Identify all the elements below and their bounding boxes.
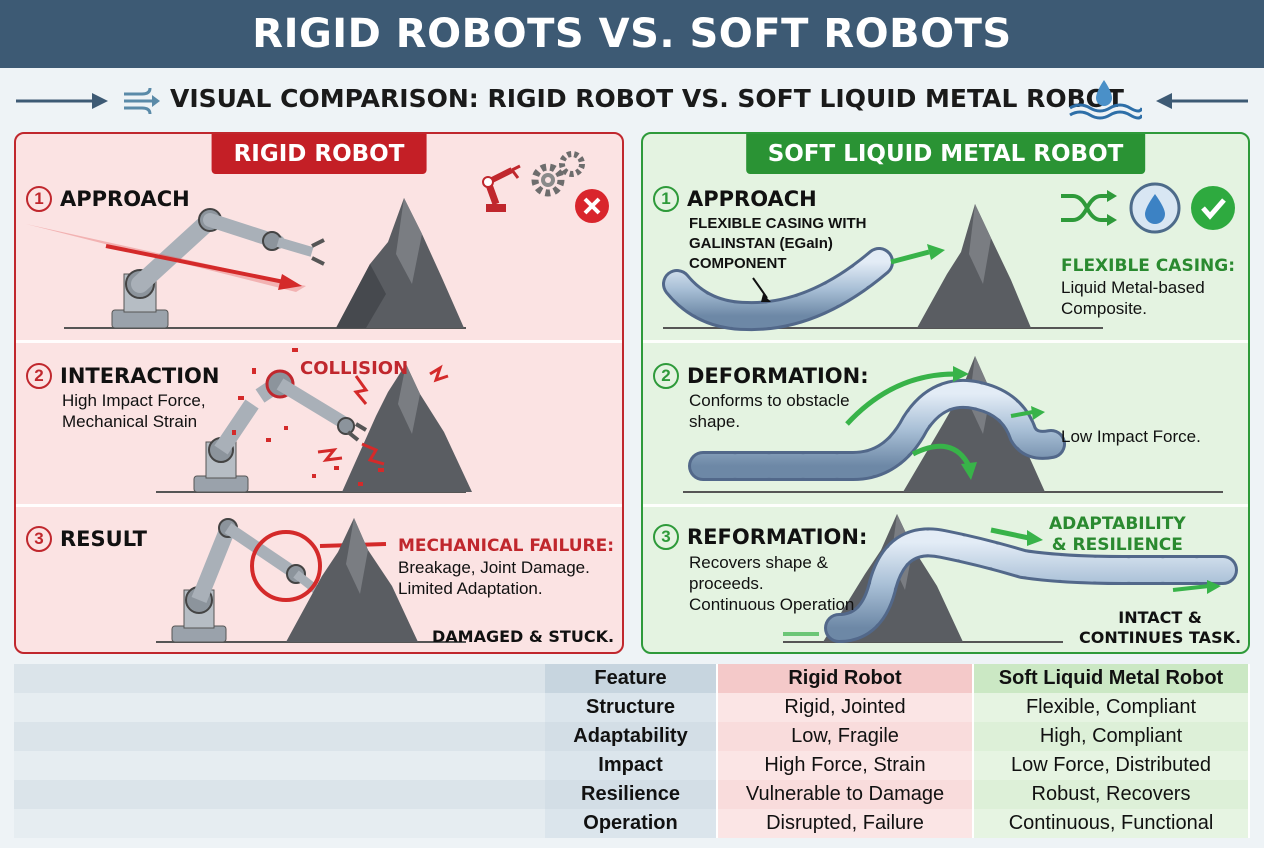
soft-illustration xyxy=(662,182,1238,643)
subtitle-text: VISUAL COMPARISON: RIGID ROBOT VS. SOFT … xyxy=(170,84,1124,113)
title-bar: RIGID ROBOTS VS. SOFT ROBOTS xyxy=(0,0,1264,68)
robot-arm-icon xyxy=(64,208,466,329)
row-divider xyxy=(16,340,622,343)
row-divider xyxy=(643,504,1248,507)
row-divider xyxy=(643,340,1248,343)
arrow-left-icon xyxy=(1156,93,1248,109)
table-cell: Adaptability xyxy=(545,722,718,751)
water-wave-icon xyxy=(1069,80,1142,120)
x-mark-icon xyxy=(575,189,609,223)
robot-arm-icon xyxy=(482,164,521,212)
row-divider xyxy=(16,504,622,507)
water-drop-icon xyxy=(1129,182,1181,234)
table-row: Operation Disrupted, Failure Continuous,… xyxy=(545,809,1250,838)
soft-step-1: 1 APPROACH xyxy=(653,186,817,212)
gear-icon xyxy=(531,163,565,197)
table-cell: Structure xyxy=(545,693,718,722)
rigid-robot-panel: RIGID ROBOT xyxy=(14,132,624,654)
comparison-table-wrap: Feature Rigid Robot Soft Liquid Metal Ro… xyxy=(14,664,1250,842)
table-header: Rigid Robot xyxy=(717,664,974,693)
table-row: Structure Rigid, Jointed Flexible, Compl… xyxy=(545,693,1250,722)
table-cell: Low, Fragile xyxy=(717,722,974,751)
airflow-icon xyxy=(124,87,160,115)
table-cell: Flexible, Compliant xyxy=(973,693,1250,722)
flexible-casing-note: FLEXIBLE CASING: Liquid Metal-based Comp… xyxy=(1061,256,1235,318)
rigid-status: DAMAGED & STUCK. xyxy=(432,627,615,646)
table-cell: Vulnerable to Damage xyxy=(717,780,974,809)
shuffle-arrows-icon xyxy=(1061,190,1117,226)
soft-step-2: 2 DEFORMATION: xyxy=(653,363,869,389)
table-cell: Continuous, Functional xyxy=(973,809,1250,838)
soft-step-1-desc: FLEXIBLE CASING WITH GALINSTAN (EGaIn) C… xyxy=(689,215,867,272)
table-header: Soft Liquid Metal Robot xyxy=(973,664,1250,693)
page-title: RIGID ROBOTS VS. SOFT ROBOTS xyxy=(252,11,1012,57)
table-cell: Resilience xyxy=(545,780,718,809)
table-cell: Disrupted, Failure xyxy=(717,809,974,838)
low-impact-note: Low Impact Force. xyxy=(1061,427,1201,446)
soft-status: INTACT & CONTINUES TASK. xyxy=(1079,608,1242,647)
rigid-step-1: 1 APPROACH xyxy=(26,186,190,212)
failure-callout: MECHANICAL FAILURE: Breakage, Joint Dama… xyxy=(398,536,615,598)
table-cell: High, Compliant xyxy=(973,722,1250,751)
table-row: Impact High Force, Strain Low Force, Dis… xyxy=(545,751,1250,780)
arrow-right-icon xyxy=(16,93,108,109)
rigid-panel-header: RIGID ROBOT xyxy=(211,134,427,174)
check-mark-icon xyxy=(1191,186,1235,230)
comparison-table: Feature Rigid Robot Soft Liquid Metal Ro… xyxy=(545,664,1250,838)
soft-robot-panel: SOFT LIQUID METAL ROBOT xyxy=(641,132,1250,654)
soft-step-3-desc: Recovers shape & proceeds. Continuous Op… xyxy=(689,553,855,614)
table-row: Resilience Vulnerable to Damage Robust, … xyxy=(545,780,1250,809)
table-cell: Low Force, Distributed xyxy=(973,751,1250,780)
table-cell: Rigid, Jointed xyxy=(717,693,974,722)
rigid-step-2: 2 INTERACTION xyxy=(26,363,219,389)
table-header: Feature xyxy=(545,664,718,693)
table-cell: Robust, Recovers xyxy=(973,780,1250,809)
table-cell: Impact xyxy=(545,751,718,780)
collision-label: COLLISION xyxy=(300,358,409,379)
soft-panel-header: SOFT LIQUID METAL ROBOT xyxy=(745,134,1146,174)
table-cell: Operation xyxy=(545,809,718,838)
gear-icon xyxy=(559,151,585,177)
adaptability-note: ADAPTABILITY & RESILIENCE xyxy=(1049,514,1186,555)
soft-step-3: 3 REFORMATION: xyxy=(653,524,867,550)
table-header-row: Feature Rigid Robot Soft Liquid Metal Ro… xyxy=(545,664,1250,693)
rigid-step-3: 3 RESULT xyxy=(26,526,147,552)
rigid-illustration xyxy=(26,151,609,643)
soft-step-2-desc: Conforms to obstacle shape. xyxy=(689,391,850,431)
subtitle-row: VISUAL COMPARISON: RIGID ROBOT VS. SOFT … xyxy=(0,76,1264,124)
table-cell: High Force, Strain xyxy=(717,751,974,780)
table-row: Adaptability Low, Fragile High, Complian… xyxy=(545,722,1250,751)
rigid-step-2-desc: High Impact Force, Mechanical Strain xyxy=(62,391,206,431)
